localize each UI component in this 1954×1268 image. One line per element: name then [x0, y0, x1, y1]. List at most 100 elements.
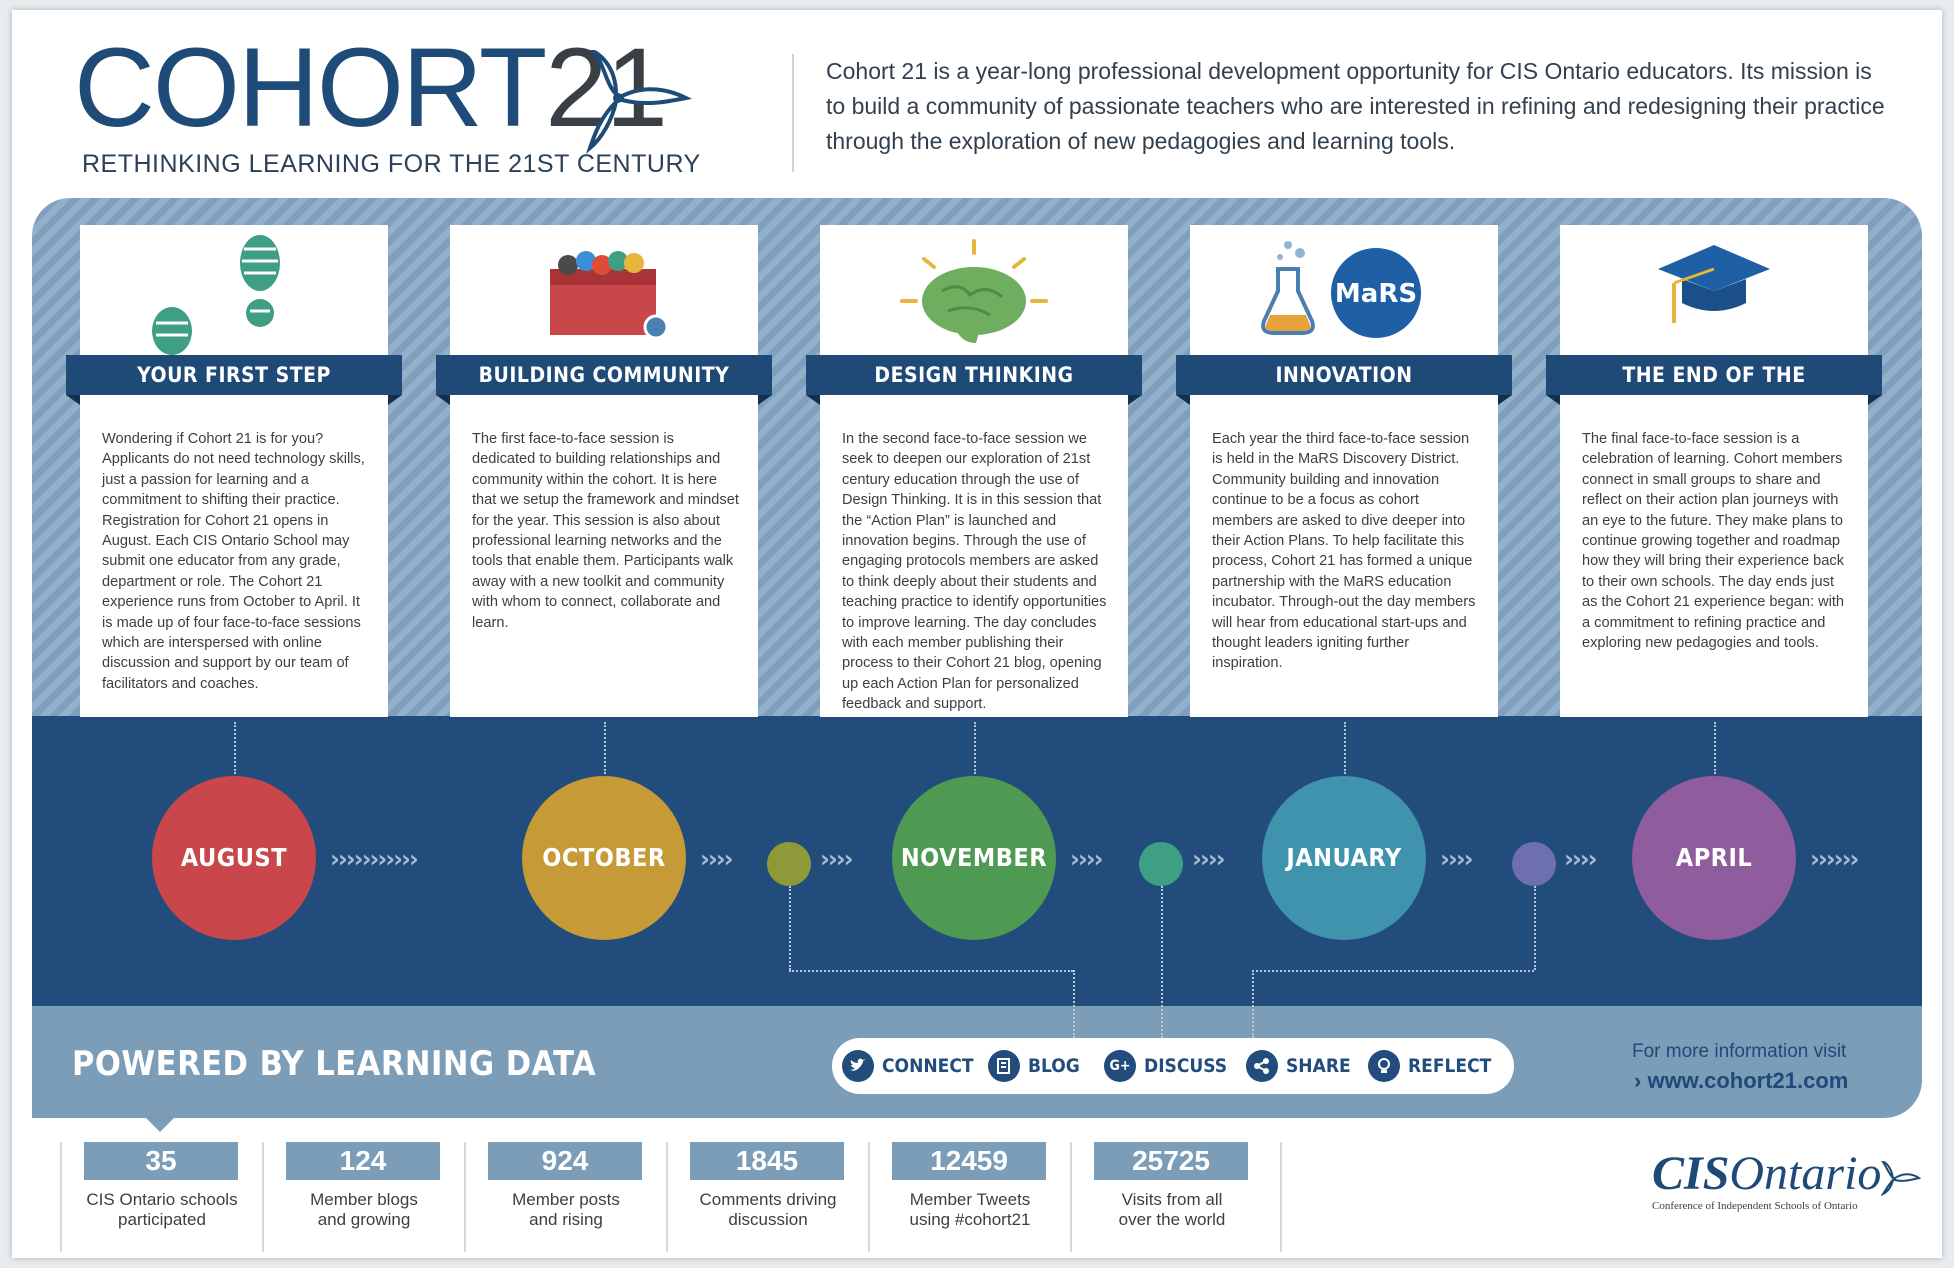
stats-pointer — [144, 1116, 176, 1132]
stat-value: 924 — [488, 1142, 642, 1180]
connect-label: CONNECT — [882, 1055, 974, 1077]
cis-subtitle: Conference of Independent Schools of Ont… — [1652, 1200, 1858, 1212]
trillium-small-icon — [1880, 1160, 1922, 1197]
ribbon-fold — [388, 395, 402, 405]
stat-value: 35 — [84, 1142, 238, 1180]
stat-label-line: participated — [118, 1210, 206, 1229]
mars-badge: MaRS — [1334, 279, 1418, 309]
month-april: APRIL — [1632, 776, 1796, 940]
action-pill: CONNECT BLOG G+ DISCUSS SHARE REFLECT — [832, 1038, 1514, 1094]
footprints-icon — [152, 235, 280, 355]
connector-line — [604, 722, 606, 774]
connect-link[interactable]: CONNECT — [842, 1038, 974, 1094]
logo-word: COHORT — [74, 25, 547, 150]
blog-icon — [988, 1050, 1020, 1082]
reflect-label: REFLECT — [1408, 1055, 1492, 1077]
ribbon-fold — [436, 395, 450, 405]
stat-label-line: over the world — [1118, 1210, 1226, 1229]
card-body: The first face-to-face session is dedica… — [472, 431, 739, 631]
milestone-dot — [1512, 842, 1556, 886]
card-building-community: BUILDING COMMUNITY The first face-to-fac… — [436, 225, 772, 717]
stat-value: 25725 — [1094, 1142, 1248, 1180]
stat-label-line: Visits from all — [1121, 1190, 1223, 1209]
discuss-link[interactable]: G+ DISCUSS — [1104, 1038, 1227, 1094]
ribbon-fold — [1128, 395, 1142, 405]
stat-value: 124 — [286, 1142, 440, 1180]
connector-line — [1252, 970, 1254, 1038]
more-info-text: For more information visit — [1632, 1041, 1847, 1062]
stat-label-line: discussion — [728, 1210, 808, 1229]
ribbon-fold — [66, 395, 80, 405]
chevron-arrows: ››››››››››› — [330, 845, 419, 873]
stat-label-line: CIS Ontario schools — [86, 1190, 238, 1209]
connector-line — [1534, 886, 1536, 970]
chevron-arrows: ›››› — [1192, 845, 1226, 873]
stat-label-line: Comments driving — [699, 1190, 837, 1209]
connector-line — [1344, 722, 1346, 774]
connector-line — [1252, 970, 1534, 972]
card-end-of-beginning: THE END OF THE BEGINNING... The final fa… — [1546, 225, 1882, 717]
stat-label-line: Member blogs — [310, 1190, 418, 1209]
connector-line — [789, 886, 791, 970]
month-january: JANUARY — [1262, 776, 1426, 940]
milestone-dot — [1139, 842, 1183, 886]
ribbon-fold — [1868, 395, 1882, 405]
chevron-arrows: ›››› — [700, 845, 734, 873]
card-first-step: YOUR FIRST STEP Wondering if Cohort 21 i… — [66, 225, 402, 717]
ontario-wordmark: Ontario — [1729, 1147, 1882, 1200]
card-title: INNOVATION — [1176, 355, 1512, 395]
connector-line — [1714, 722, 1716, 774]
discuss-label: DISCUSS — [1144, 1055, 1228, 1077]
stats-divider — [1280, 1142, 1282, 1252]
lightbulb-icon — [1368, 1050, 1400, 1082]
cis-ontario-logo: CISOntario Conference of Independent Sch… — [1652, 1147, 1922, 1212]
month-october: OCTOBER — [522, 776, 686, 940]
stat-label-line: Member posts — [512, 1190, 620, 1209]
blog-link[interactable]: BLOG — [988, 1038, 1080, 1094]
graduation-cap-icon — [1658, 245, 1770, 323]
google-plus-icon: G+ — [1104, 1050, 1136, 1082]
share-link[interactable]: SHARE — [1246, 1038, 1351, 1094]
tagline: RETHINKING LEARNING FOR THE 21ST CENTURY — [82, 150, 701, 178]
card-title: BUILDING COMMUNITY — [436, 355, 772, 395]
stat-label-line: Member Tweets — [909, 1190, 1031, 1209]
header-divider — [792, 54, 794, 172]
connector-line — [1161, 886, 1163, 1038]
connector-line — [234, 722, 236, 774]
mission-statement: Cohort 21 is a year-long professional de… — [826, 58, 1885, 154]
ribbon-fold — [758, 395, 772, 405]
ribbon-fold — [1176, 395, 1190, 405]
chevron-arrows: ›››› — [1440, 845, 1474, 873]
twitter-icon — [842, 1050, 874, 1082]
powered-by-title: POWERED BY LEARNING DATA — [72, 1044, 597, 1084]
chevron-arrows: ›››››› — [1810, 845, 1859, 873]
card-body: Each year the third face-to-face session… — [1212, 431, 1476, 672]
chevron-arrows: ›››› — [820, 845, 854, 873]
card-body: Wondering if Cohort 21 is for you? Appli… — [102, 431, 365, 692]
share-label: SHARE — [1286, 1055, 1351, 1077]
trillium-logo-icon — [586, 49, 693, 154]
card-title: THE END OF THE BEGINNING... — [1546, 355, 1882, 427]
reflect-link[interactable]: REFLECT — [1368, 1038, 1491, 1094]
chevron-arrows: ›››› — [1070, 845, 1104, 873]
chevron-right-icon: › — [1634, 1068, 1648, 1093]
stat-label-line: and rising — [529, 1210, 603, 1229]
card-title: DESIGN THINKING — [806, 355, 1142, 395]
card-title: YOUR FIRST STEP — [66, 355, 402, 395]
card-body: The final face-to-face session is a cele… — [1582, 431, 1845, 652]
website-link[interactable]: › www.cohort21.com — [1634, 1068, 1848, 1094]
ribbon-fold — [806, 395, 820, 405]
card-design-thinking: DESIGN THINKING In the second face-to-fa… — [806, 225, 1142, 717]
brain-icon — [900, 239, 1048, 343]
mars-flask-icon — [1261, 241, 1421, 338]
